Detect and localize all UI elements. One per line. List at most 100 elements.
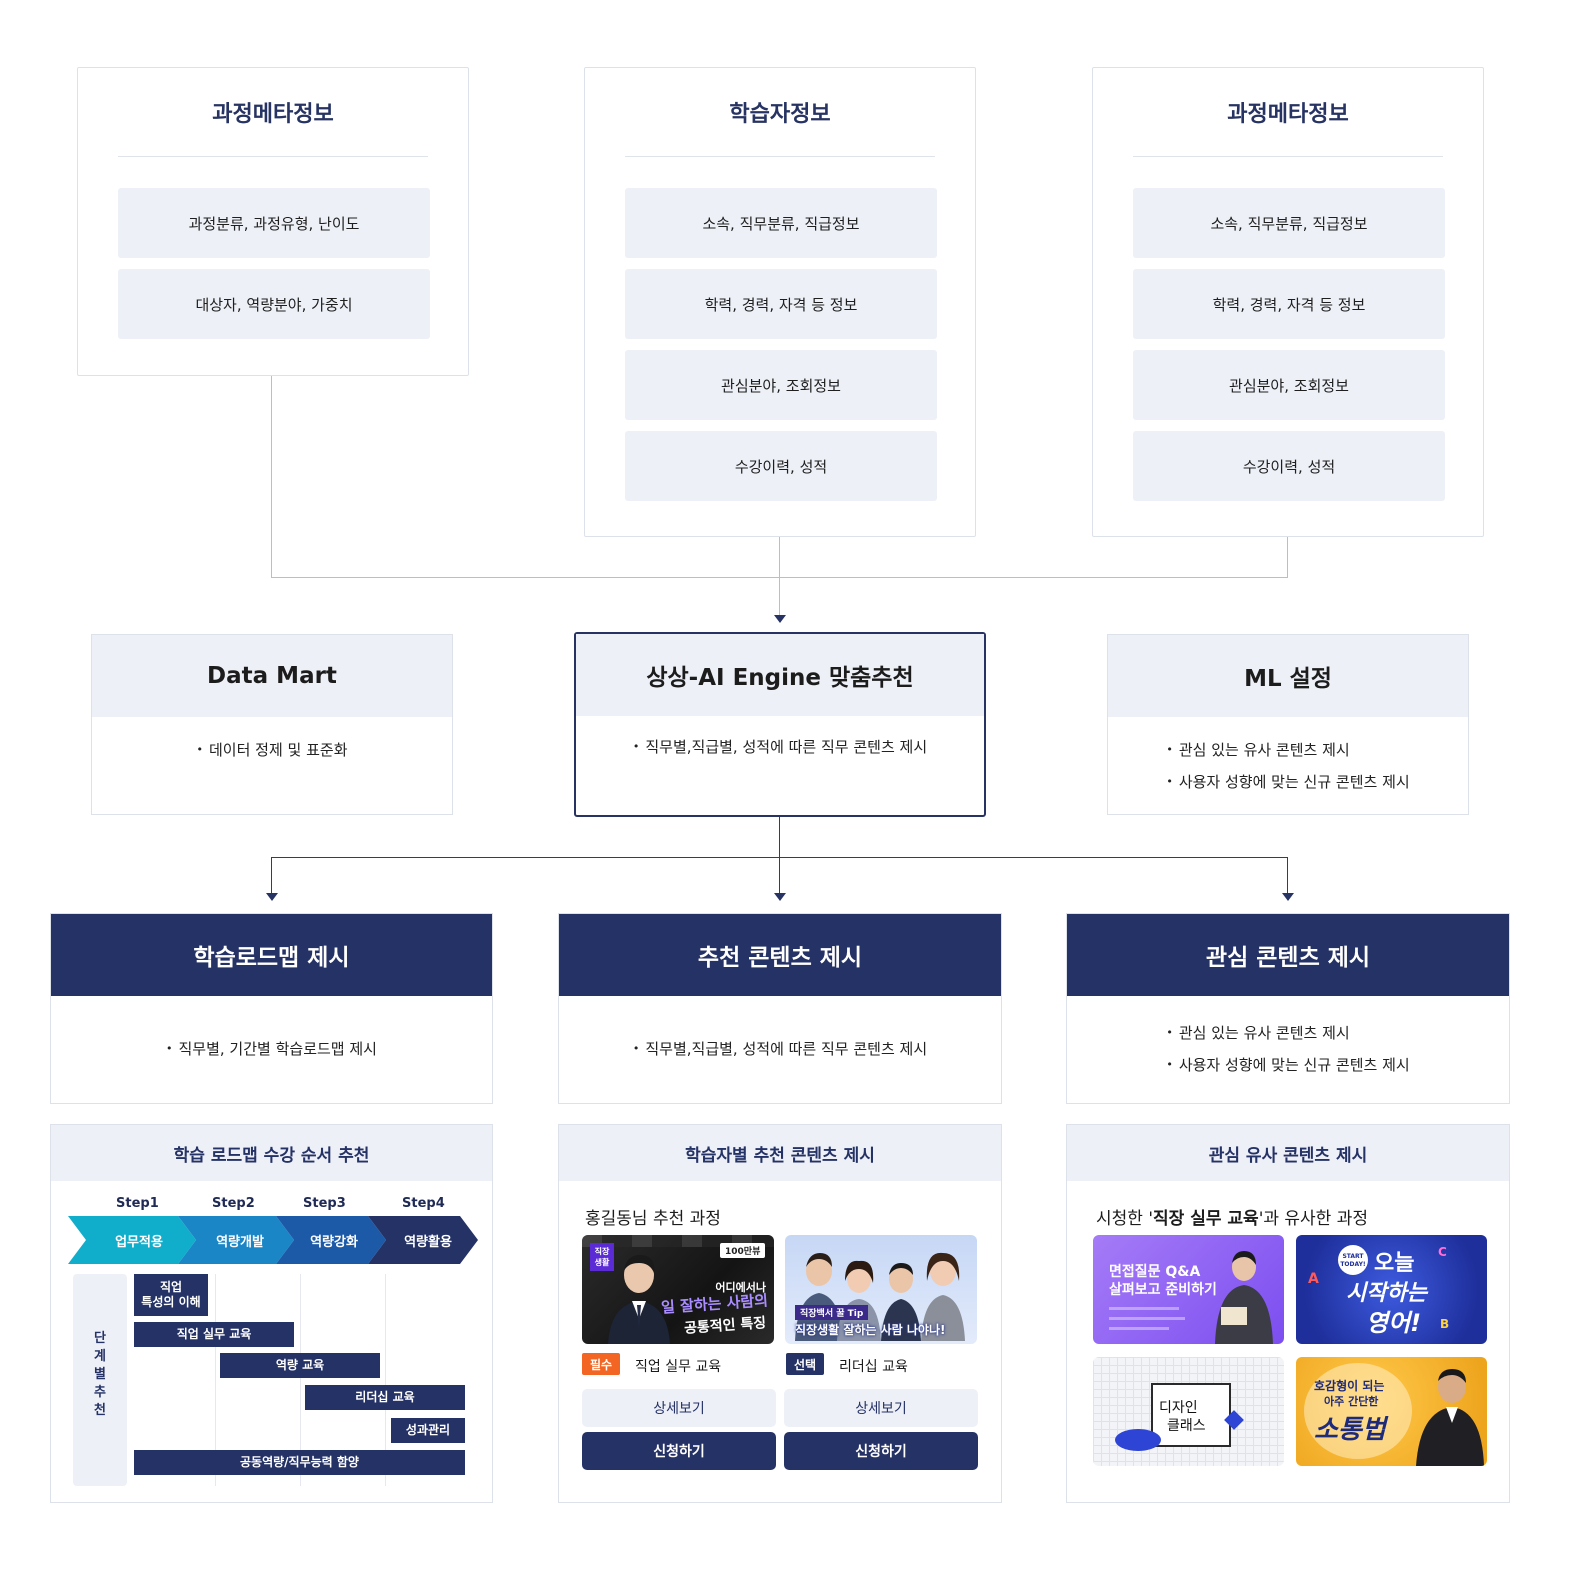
divider xyxy=(625,156,935,157)
start-badge: START TODAY! xyxy=(1338,1245,1368,1275)
side-label: 단 계 별 추 천 xyxy=(94,1331,106,1418)
info-pill: 과정분류, 과정유형, 난이도 xyxy=(118,188,430,258)
person-illustration xyxy=(1215,1251,1273,1344)
info-pill: 학력, 경력, 자격 등 정보 xyxy=(1133,269,1445,339)
learner-info-box: 학습자정보 소속, 직무분류, 직급정보 학력, 경력, 자격 등 정보 관심분… xyxy=(584,67,976,537)
step-label: Step2 xyxy=(212,1196,255,1211)
bullet-item: 데이터 정제 및 표준화 xyxy=(196,735,348,767)
apply-button[interactable]: 신청하기 xyxy=(582,1432,776,1470)
required-tag: 필수 xyxy=(582,1353,621,1375)
ai-engine-box: 상상-AI Engine 맞춤추천 직무별,직급별, 성적에 따른 직무 콘텐츠… xyxy=(574,632,986,817)
views-badge: 100만뷰 xyxy=(720,1243,766,1258)
heading-text: '과 유사한 과정 xyxy=(1258,1209,1369,1229)
thumb-line: 디자인 xyxy=(1159,1400,1198,1416)
course-thumbnail[interactable]: 직장 생활 100만뷰 어디에서나 일 잘하는 사람의 공통적인 특징 xyxy=(582,1235,774,1344)
letter-a-icon: A xyxy=(1308,1271,1319,1287)
bullet-item: 직무별,직급별, 성적에 따른 직무 콘텐츠 제시 xyxy=(633,1034,927,1066)
content-thumbnail[interactable]: START TODAY! 오늘 시작하는 영어! A B C xyxy=(1296,1235,1487,1344)
arrow-down-icon xyxy=(774,893,786,901)
bullet-item: 관심 있는 유사 콘텐츠 제시 xyxy=(1166,1018,1409,1050)
thumb-line: 면접질문 Q&A xyxy=(1109,1264,1201,1280)
thumb-line: 소통법 xyxy=(1314,1415,1386,1445)
box-title: Data Mart xyxy=(92,635,452,717)
stage-chevron xyxy=(68,1216,196,1264)
thumb-line: 아주 간단한 xyxy=(1324,1395,1379,1408)
bullet-item: 관심 있는 유사 콘텐츠 제시 xyxy=(1166,735,1409,767)
course-name: 직업 실무 교육 xyxy=(635,1359,722,1375)
box-title: 학습로드맵 제시 xyxy=(51,914,492,996)
connector-line xyxy=(271,857,272,893)
person-illustration xyxy=(1416,1369,1484,1466)
apply-button[interactable]: 신청하기 xyxy=(784,1432,978,1470)
arrow-down-icon xyxy=(266,893,278,901)
info-pill: 관심분야, 조회정보 xyxy=(1133,350,1445,420)
course-thumbnail[interactable]: 직장백서 꿀 Tip 직장생활 잘하는 사람 나야나! xyxy=(785,1235,977,1344)
roadmap-output-box: 학습로드맵 제시 직무별, 기간별 학습로드맵 제시 xyxy=(50,913,493,1104)
person-illustration xyxy=(608,1255,670,1344)
box-title: 상상-AI Engine 맞춤추천 xyxy=(576,634,984,716)
recommend-heading: 홍길동님 추천 과정 xyxy=(585,1209,721,1229)
stage-label: 역량개발 xyxy=(216,1234,264,1250)
stage-label: 역량활용 xyxy=(404,1234,452,1250)
thumb-badge: 직장 생활 xyxy=(590,1243,614,1271)
grid-line xyxy=(215,1274,216,1486)
info-pill: 수강이력, 성적 xyxy=(1133,431,1445,501)
connector-line xyxy=(779,537,780,615)
bullet-item: 사용자 성향에 맞는 신규 콘텐츠 제시 xyxy=(1166,767,1410,799)
interest-heading: 시청한 '직장 실무 교육'과 유사한 과정 xyxy=(1096,1204,1368,1229)
bullet-item: 사용자 성향에 맞는 신규 콘텐츠 제시 xyxy=(1166,1050,1410,1082)
panel-title: 학습 로드맵 수강 순서 추천 xyxy=(51,1125,492,1181)
roadmap-bar: 직업 실무 교육 xyxy=(134,1322,294,1347)
content-thumbnail[interactable]: 면접질문 Q&A 살펴보고 준비하기 xyxy=(1093,1235,1284,1344)
bullet-item: 직무별,직급별, 성적에 따른 직무 콘텐츠 제시 xyxy=(633,732,927,764)
interest-output-box: 관심 콘텐츠 제시 관심 있는 유사 콘텐츠 제시 사용자 성향에 맞는 신규 … xyxy=(1066,913,1510,1104)
roadmap-bar: 공동역량/직무능력 함양 xyxy=(134,1450,465,1475)
heading-highlight: 직장 실무 교육 xyxy=(1153,1209,1259,1229)
stage-chevron xyxy=(368,1216,478,1264)
panel-title: 학습자별 추천 콘텐츠 제시 xyxy=(559,1125,1001,1181)
content-thumbnail[interactable]: 디자인 클래스 xyxy=(1093,1357,1284,1466)
box-title: 과정메타정보 xyxy=(1227,102,1349,127)
course-name: 리더십 교육 xyxy=(839,1359,908,1375)
step-label: Step1 xyxy=(116,1196,159,1211)
info-pill: 대상자, 역량분야, 가중치 xyxy=(118,269,430,339)
box-title: 관심 콘텐츠 제시 xyxy=(1067,914,1509,996)
letter-c-icon: C xyxy=(1438,1245,1447,1259)
thumb-line: 오늘 xyxy=(1374,1251,1415,1276)
people-illustration xyxy=(795,1252,965,1341)
optional-tag: 선택 xyxy=(786,1353,825,1375)
info-pill: 소속, 직무분류, 직급정보 xyxy=(1133,188,1445,258)
grid-line xyxy=(385,1274,386,1486)
blob-shape xyxy=(1115,1429,1161,1451)
roadmap-bar: 성과관리 xyxy=(391,1418,465,1443)
thumb-line: 호감형이 되는 xyxy=(1314,1379,1385,1393)
recommend-output-box: 추천 콘텐츠 제시 직무별,직급별, 성적에 따른 직무 콘텐츠 제시 xyxy=(558,913,1002,1104)
stage-chevrons xyxy=(68,1216,478,1264)
roadmap-bar: 직업 특성의 이해 xyxy=(134,1274,208,1316)
ml-settings-box: ML 설정 관심 있는 유사 콘텐츠 제시 사용자 성향에 맞는 신규 콘텐츠 … xyxy=(1107,634,1469,815)
stage-chevron xyxy=(178,1216,294,1264)
thumb-line: 어디에서나 xyxy=(715,1281,766,1294)
thumb-line: 클래스 xyxy=(1167,1418,1206,1434)
panel-title: 관심 유사 콘텐츠 제시 xyxy=(1067,1125,1509,1181)
course-meta-box-right: 과정메타정보 소속, 직무분류, 직급정보 학력, 경력, 자격 등 정보 관심… xyxy=(1092,67,1484,537)
info-pill: 학력, 경력, 자격 등 정보 xyxy=(625,269,937,339)
info-pill: 수강이력, 성적 xyxy=(625,431,937,501)
box-title: 학습자정보 xyxy=(729,102,831,127)
detail-button[interactable]: 상세보기 xyxy=(784,1389,978,1427)
letter-b-icon: B xyxy=(1440,1317,1450,1331)
bullet-item: 직무별, 기간별 학습로드맵 제시 xyxy=(166,1034,377,1066)
thumb-line: 직장생활 잘하는 사람 나야나! xyxy=(795,1323,946,1337)
info-pill: 소속, 직무분류, 직급정보 xyxy=(625,188,937,258)
grid-line xyxy=(300,1274,301,1486)
content-thumbnail[interactable]: 호감형이 되는 아주 간단한 소통법 xyxy=(1296,1357,1487,1466)
connector-line xyxy=(271,376,272,578)
detail-button[interactable]: 상세보기 xyxy=(582,1389,776,1427)
stage-label: 역량강화 xyxy=(310,1234,358,1250)
thumb-line: 살펴보고 준비하기 xyxy=(1109,1282,1217,1298)
thumb-line: 직장백서 꿀 Tip xyxy=(795,1305,869,1320)
arrow-down-icon xyxy=(1282,893,1294,901)
arrow-down-icon xyxy=(774,615,786,623)
stage-chevron xyxy=(276,1216,386,1264)
heading-text: 시청한 ' xyxy=(1096,1209,1153,1229)
